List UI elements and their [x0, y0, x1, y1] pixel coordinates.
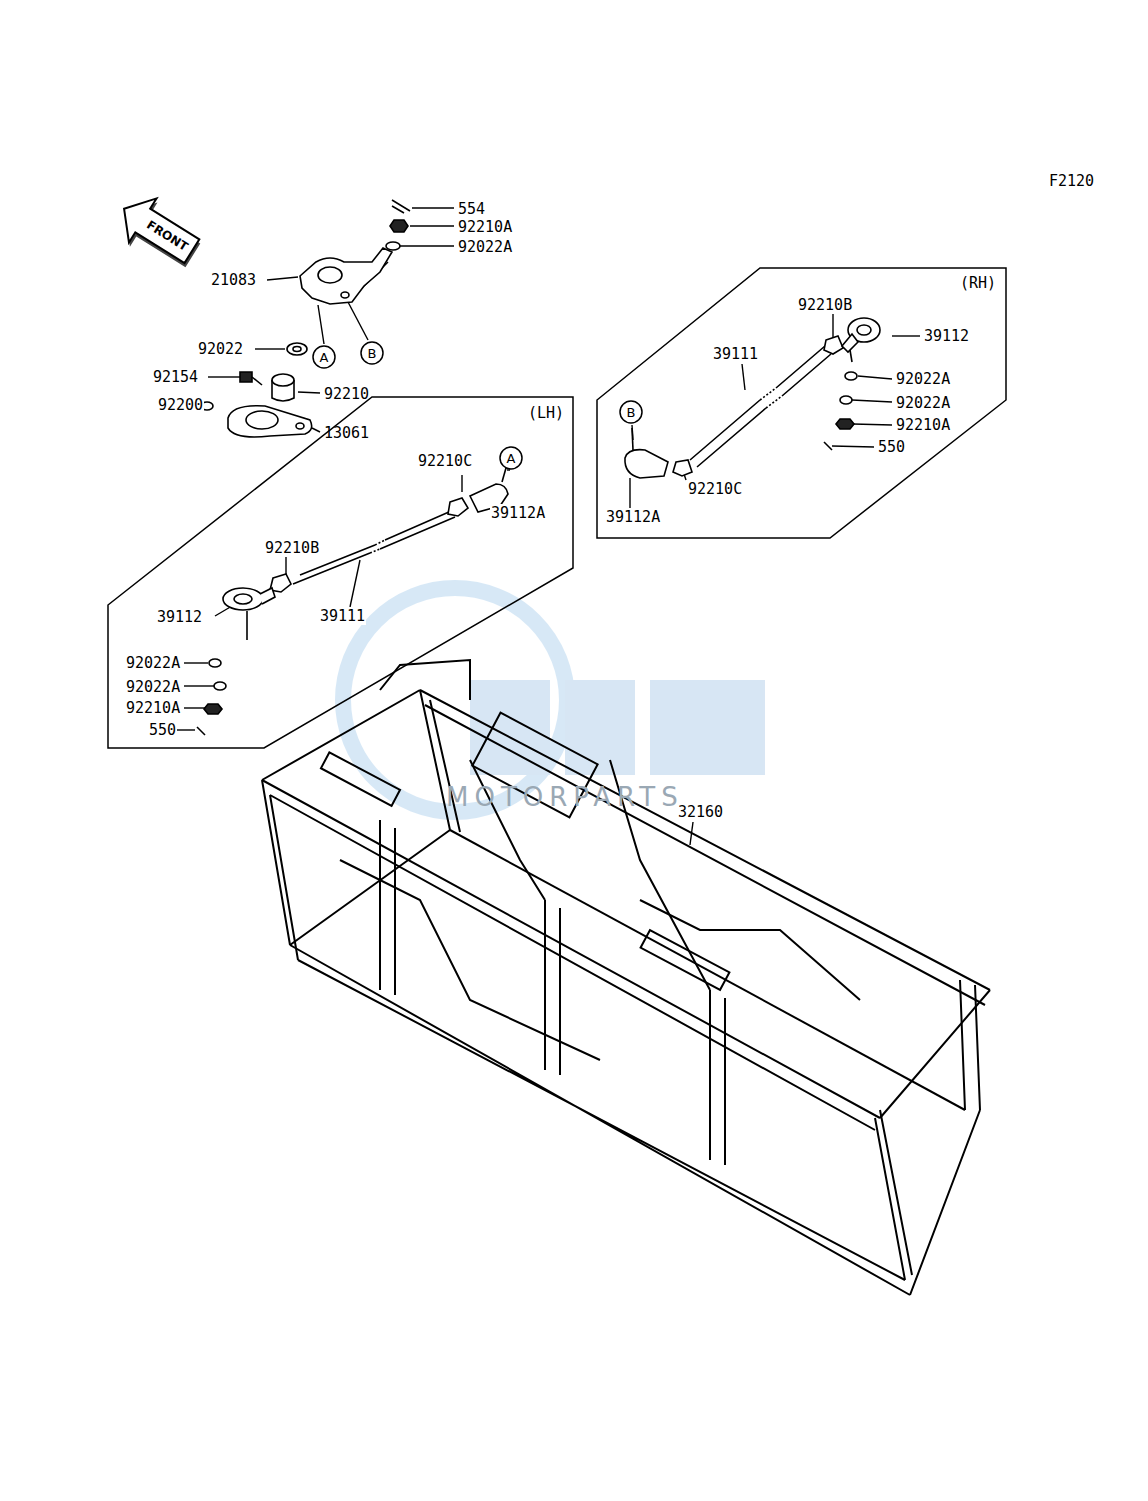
callout-number: 39112A [605, 508, 661, 526]
node-outline [597, 268, 1006, 538]
callout-number: 39112 [156, 608, 203, 626]
reference-letter: B [627, 405, 636, 420]
callout-number: 92210C [687, 480, 743, 498]
reference-circle: B [360, 341, 384, 365]
watermark [343, 588, 765, 812]
frame [262, 660, 990, 1295]
callout-number: 39112A [490, 504, 546, 522]
callout-number: 39111 [712, 345, 759, 363]
callout-number: 92022A [895, 370, 951, 388]
side-label: (RH) [960, 274, 996, 292]
callout-number: 92022 [197, 340, 244, 358]
callout-number: 554 [457, 200, 486, 218]
callout-number: 92210 [323, 385, 370, 403]
callout-number: 550 [877, 438, 906, 456]
reference-circle: A [499, 446, 523, 470]
callout-number: 92022A [125, 678, 181, 696]
callout-number: 550 [148, 721, 177, 739]
side-label: (LH) [528, 404, 564, 422]
reference-letter: B [368, 346, 377, 361]
reference-circle: B [619, 400, 643, 424]
callout-number: 13061 [323, 424, 370, 442]
group-panel: (RH) B [597, 268, 1006, 538]
callout-number: 92200 [157, 396, 204, 414]
callout-number: 92210A [125, 699, 181, 717]
callout-number: F2120 [1048, 172, 1095, 190]
front-arrow: FRONT [114, 188, 202, 272]
callout-number: 92210A [457, 218, 513, 236]
callout-number: 92154 [152, 368, 199, 386]
watermark-text: MOTORPARTS [445, 782, 685, 812]
callout-number: 92022A [457, 238, 513, 256]
callout-number: 21083 [210, 271, 257, 289]
callout-number: 92210B [797, 296, 853, 314]
callout-number: 92022A [125, 654, 181, 672]
callout-number: 92022A [895, 394, 951, 412]
callout-number: 32160 [677, 803, 724, 821]
steering-parts [201, 200, 410, 437]
reference-letter: A [320, 350, 329, 365]
callout-number: 92210C [417, 452, 473, 470]
leader-lines [176, 208, 920, 845]
callout-number: 92210B [264, 539, 320, 557]
reference-circle: A [312, 345, 336, 369]
callout-number: 39111 [319, 607, 366, 625]
callout-number: 39112 [923, 327, 970, 345]
callout-number: 92210A [895, 416, 951, 434]
reference-letter: A [507, 451, 516, 466]
group-panel: (LH) A [108, 397, 573, 748]
tie-rods [197, 318, 880, 735]
